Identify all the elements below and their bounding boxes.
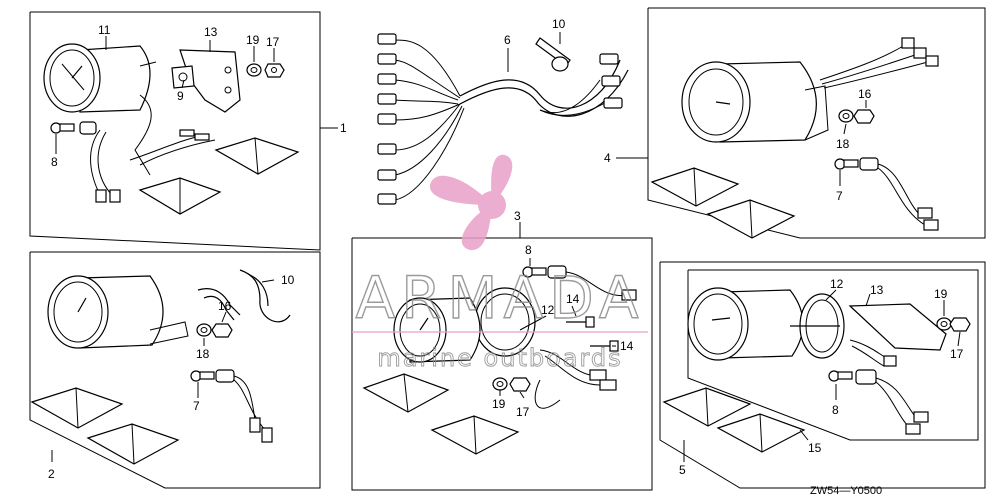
terminal-7-kit4 [834, 157, 939, 231]
terminal-8-kit5 [828, 369, 929, 435]
kit-box-2 [29, 251, 321, 489]
screw-14-upper [566, 316, 595, 328]
callout-17-kit3: 17 [516, 405, 530, 419]
watermark-brand: ARMADA [355, 264, 644, 332]
terminal-7-kit2 [190, 369, 273, 443]
propeller-icon [429, 154, 513, 251]
callout-6: 6 [504, 33, 511, 47]
gauge-meter-kit2 [47, 275, 189, 349]
callout-17-kit5: 17 [950, 347, 964, 361]
callout-12-kit5: 12 [830, 277, 844, 291]
callout-7-kit4: 7 [836, 189, 843, 203]
callout-8-kit1: 8 [51, 155, 58, 169]
gauge-meter-11 [43, 43, 157, 176]
callout-18-kit2: 18 [196, 347, 210, 361]
callout-1: 1 [340, 121, 347, 135]
gauge-meter-kit4 [681, 61, 829, 143]
gauge-meter-kit5 [687, 287, 845, 361]
callout-18-kit4: 18 [836, 137, 850, 151]
kit-box-3 [351, 222, 653, 491]
harness-kit4 [819, 37, 939, 89]
nut-17-kit5 [949, 317, 971, 332]
callout-15: 15 [808, 441, 822, 455]
washer-18-kit2 [196, 323, 212, 337]
washer-19-kit3 [492, 377, 508, 391]
callout-19-kit5: 19 [934, 287, 948, 301]
callout-17-kit1: 17 [266, 35, 280, 49]
callout-19-kit1: 19 [246, 33, 260, 47]
callout-11: 11 [98, 23, 111, 37]
callout-19-kit3: 19 [492, 397, 506, 411]
manual-books-kit1 [138, 137, 300, 215]
callout-16-kit4: 16 [858, 87, 872, 101]
harness-kit5 [849, 339, 897, 367]
nut-17-kit1 [264, 63, 285, 78]
wire-harness-6 [377, 33, 629, 205]
callout-16-kit2: 16 [218, 299, 232, 313]
callout-8-kit3: 8 [525, 243, 532, 257]
bracket-13-kit5 [848, 303, 947, 351]
diagram-code: ZW54—Y0500 [810, 485, 882, 497]
gauge-meter-kit3 [393, 287, 536, 363]
callout-9: 9 [177, 89, 184, 103]
watermark-tagline: marine outboards [377, 344, 622, 372]
callout-8-kit5: 8 [832, 403, 839, 417]
callout-10-center: 10 [552, 17, 566, 31]
manual-books-kit3 [362, 373, 520, 455]
manual-books-kit2 [30, 387, 180, 465]
hose-10-kit2 [197, 269, 291, 323]
callout-3: 3 [514, 209, 521, 223]
terminal-8-kit3 [522, 265, 637, 301]
washer-19-kit1 [246, 63, 262, 77]
callout-13-kit5: 13 [870, 283, 884, 297]
nut-16-kit2 [211, 323, 233, 338]
harness-kit3 [534, 349, 617, 409]
callout-5: 5 [679, 463, 686, 477]
callout-7-kit2: 7 [193, 399, 200, 413]
callout-10-kit2: 10 [281, 273, 295, 287]
nut-17-kit3 [509, 377, 531, 392]
kit-box-15 [687, 269, 979, 441]
manual-books-kit4 [650, 167, 796, 239]
kit-box-4 [616, 7, 986, 239]
clamp-9 [171, 65, 195, 89]
callout-labels: 1 2 3 4 5 6 7 7 8 8 8 9 10 10 11 12 12 1… [48, 17, 964, 481]
kit-box-1 [29, 11, 338, 251]
callout-14-lower: 14 [620, 339, 634, 353]
callout-13-kit1: 13 [204, 25, 218, 39]
callout-14-upper: 14 [566, 292, 580, 306]
washer-18-kit4 [838, 109, 854, 123]
kit-box-5 [659, 261, 986, 489]
cable-tie-10-center [535, 37, 571, 72]
nut-16-kit4 [853, 109, 875, 124]
manual-books-kit5 [662, 387, 806, 453]
callout-2: 2 [48, 467, 55, 481]
washer-19-kit5 [936, 317, 952, 331]
terminal-8-kit1 [50, 121, 97, 135]
leader-lines [55, 32, 961, 441]
callout-4: 4 [604, 151, 611, 165]
watermark-logo: ARMADA marine outboards [352, 154, 648, 372]
harness-kit1 [90, 129, 216, 203]
callout-12-kit3: 12 [541, 303, 555, 317]
